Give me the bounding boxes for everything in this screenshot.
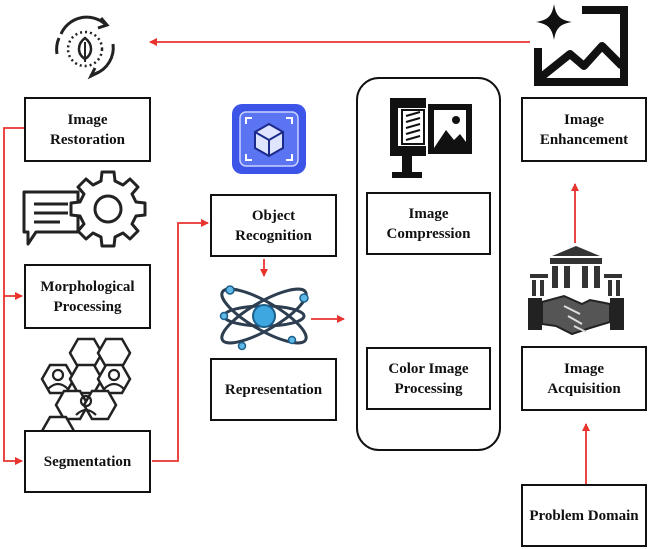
image-restoration-box: Image Restoration bbox=[24, 97, 151, 162]
handshake-building-icon bbox=[528, 246, 624, 336]
arrow-to-segmentation bbox=[3, 296, 23, 465]
clamp-image-icon bbox=[390, 98, 472, 178]
segmentation-box: Segmentation bbox=[24, 430, 151, 493]
image-compression-box: Image Compression bbox=[366, 192, 491, 255]
morphological-processing-box: Morphological Processing bbox=[24, 264, 151, 329]
image-enhancement-box: Image Enhancement bbox=[521, 97, 647, 162]
gear-chat-icon bbox=[22, 170, 147, 248]
processing-group-container bbox=[356, 77, 501, 451]
sparkle-image-icon bbox=[534, 4, 628, 86]
object-recognition-box: Object Recognition bbox=[210, 194, 337, 257]
image-acquisition-box: Image Acquisition bbox=[521, 346, 647, 411]
atom-icon bbox=[219, 285, 309, 351]
representation-box: Representation bbox=[210, 358, 337, 421]
problem-domain-box: Problem Domain bbox=[521, 484, 647, 547]
3d-cube-icon bbox=[232, 104, 306, 174]
restoration-cycle-icon bbox=[55, 15, 115, 80]
arrow-restoration-to-morphological bbox=[3, 127, 24, 300]
hexagon-people-icon bbox=[39, 337, 132, 435]
color-image-processing-box: Color Image Processing bbox=[366, 347, 491, 410]
arrow-segmentation-to-recognition bbox=[152, 219, 209, 462]
